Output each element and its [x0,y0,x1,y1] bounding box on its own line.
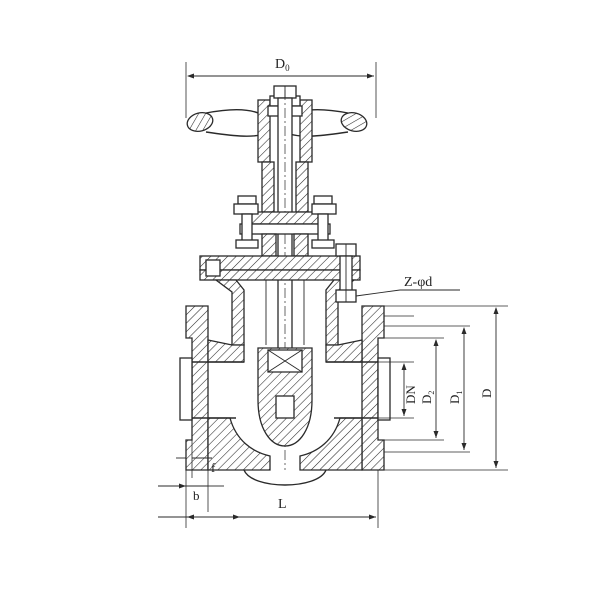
handwheel [186,85,368,163]
handwheel-diameter-label: D0 [275,57,290,73]
raised-face-diameter-label: D2 [419,391,436,404]
yoke [233,161,337,257]
dimension-d0 [185,62,377,118]
raised-face-height-label: f [211,460,216,475]
valve-body [179,305,391,486]
bolt-circle-diameter-label: D1 [447,391,464,404]
flange-extension-lines [378,305,508,471]
nominal-diameter-label: DN [403,385,418,404]
dimension-l [158,470,379,528]
gate-wedge [257,347,313,447]
bonnet [199,243,361,346]
dimension-f [176,440,212,496]
bolt-leader [355,289,460,297]
flange-diameter-label: D [479,389,494,398]
face-to-face-length-label: L [278,497,287,512]
bolt-spec-label: Z-φd [404,275,432,290]
flange-thickness-label: b [193,488,200,503]
dimension-b [158,470,224,512]
